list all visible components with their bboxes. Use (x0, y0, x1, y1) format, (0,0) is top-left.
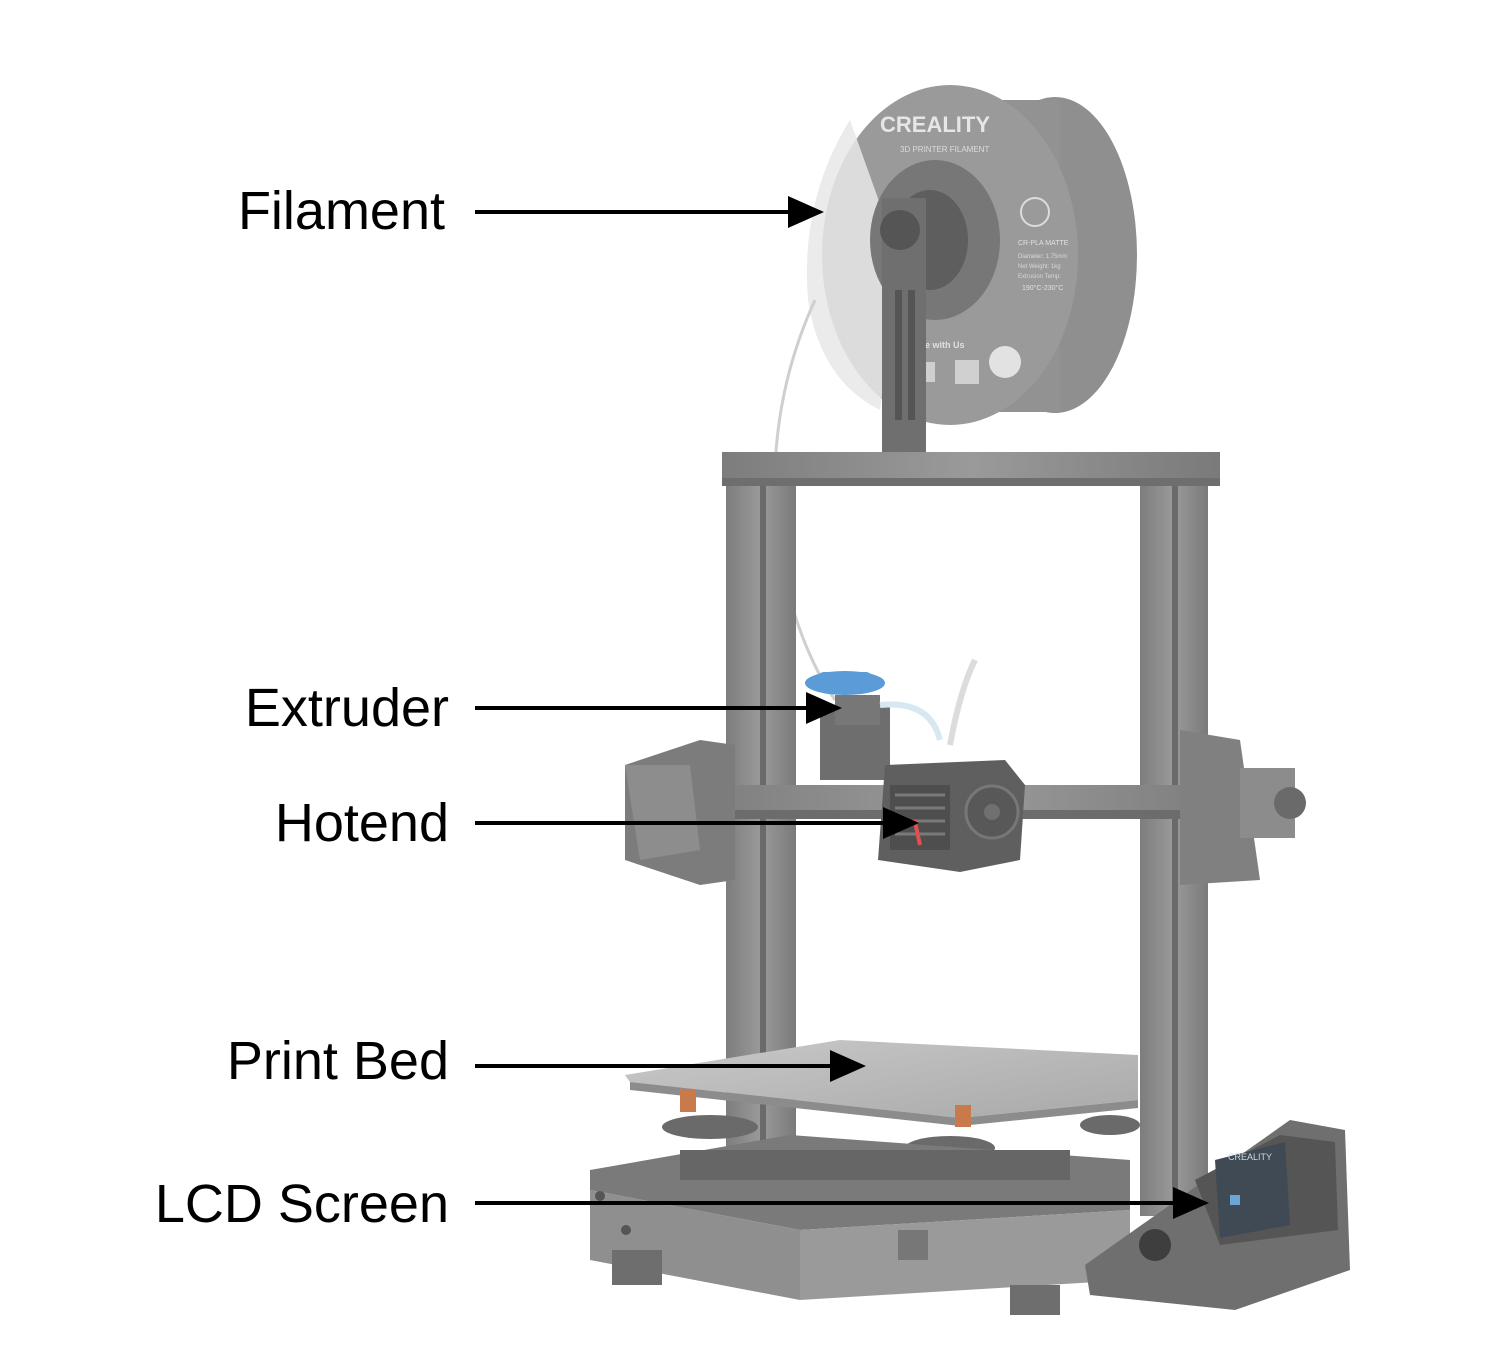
control-knob (1139, 1229, 1171, 1261)
lcd-unit: CREALITY (1085, 1120, 1350, 1310)
callout-arrows (475, 196, 1209, 1219)
fan-hub (984, 804, 1000, 820)
y-axis-rail (680, 1150, 1070, 1180)
base-screw (621, 1225, 631, 1235)
spool-weight-text: Net Weight: 1kg (1018, 264, 1061, 270)
lcd-brand-text: CREALITY (1228, 1152, 1272, 1162)
astronaut-icon (989, 346, 1021, 378)
spool-brand-text: CREALITY (880, 112, 990, 137)
frame-left-groove (760, 486, 766, 1216)
qr-code-icon (955, 360, 979, 384)
extruder-knob-body (818, 672, 872, 692)
tension-knob (1274, 787, 1306, 819)
lcd-screen-label: LCD Screen (154, 1174, 449, 1234)
leveling-wheel (662, 1115, 758, 1139)
wire-bundle (947, 658, 978, 746)
base-foot (612, 1250, 662, 1285)
extruder (805, 658, 978, 780)
lcd-display (1215, 1142, 1290, 1238)
extruder-housing (835, 695, 880, 725)
base-right-side (800, 1210, 1130, 1300)
spool-temp-text: 190°C-230°C (1022, 284, 1063, 292)
base-screw (595, 1191, 605, 1201)
leveling-wheel (1080, 1115, 1140, 1135)
base-front (590, 1190, 800, 1300)
bed-edge (630, 1082, 1138, 1126)
base-foot (1010, 1285, 1060, 1315)
spool-temp-label-text: Extrusion Temp: (1018, 274, 1061, 280)
hotend (878, 760, 1025, 872)
print-bed-label: Print Bed (226, 1031, 449, 1091)
extruder-label: Extruder (244, 678, 449, 738)
frame-top-beam-shade (722, 478, 1220, 486)
filament-label: Filament (237, 181, 445, 241)
filament-spool: CREALITY 3D PRINTER FILAMENT CR-PLA MATT… (806, 85, 1137, 453)
bed-spring (680, 1090, 696, 1112)
bed-surface (625, 1040, 1138, 1118)
ptfe-tube (879, 701, 943, 741)
bed-spring (955, 1105, 971, 1127)
left-motor-block (625, 765, 700, 860)
lcd-icon (1230, 1195, 1240, 1205)
printer-base (590, 1135, 1130, 1315)
hotend-label: Hotend (274, 793, 449, 853)
hotend-vent-stripes (895, 793, 945, 836)
spool-material-text: CR-PLA MATTE (1018, 240, 1069, 247)
spool-diameter-text: Diameter: 1.75mm (1018, 254, 1067, 260)
frame-right-groove (1172, 486, 1178, 1216)
spool-subtitle-text: 3D PRINTER FILAMENT (900, 145, 989, 154)
spool-share-text: Share with Us (905, 340, 965, 350)
spool-transparent-window (806, 120, 900, 410)
spool-holder-slot (895, 290, 902, 420)
spool-badge-icon (1020, 197, 1050, 227)
spool-holder-cap (880, 210, 920, 250)
spool-holder-slot (908, 290, 915, 420)
base-port (898, 1230, 928, 1260)
